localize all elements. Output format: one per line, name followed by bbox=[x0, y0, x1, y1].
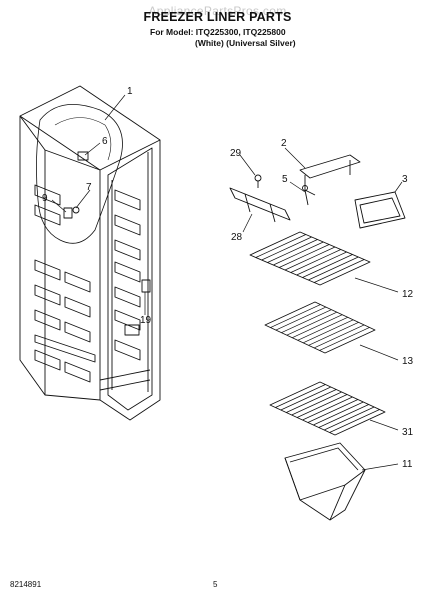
shelf-wire bbox=[319, 327, 370, 351]
leader-lines bbox=[51, 94, 403, 471]
shelf-wire bbox=[297, 316, 348, 341]
part-28-drawing bbox=[229, 174, 291, 223]
shelf-31-drawing bbox=[269, 381, 386, 436]
callout-5: 5 bbox=[282, 174, 288, 185]
model-line: For Model: ITQ225300, ITQ225800 bbox=[150, 27, 286, 37]
shelf-wire bbox=[314, 259, 365, 283]
shelf-wire bbox=[286, 389, 337, 413]
shelf-wire bbox=[329, 409, 380, 433]
callout-13: 13 bbox=[402, 356, 414, 367]
part-2-drawing bbox=[299, 154, 361, 196]
shelf-wire bbox=[291, 391, 342, 416]
shelf-wire bbox=[267, 239, 318, 263]
shelf-wire bbox=[275, 306, 327, 331]
part-11-drawing bbox=[284, 442, 366, 521]
shelf-wire bbox=[281, 309, 332, 333]
callout-12: 12 bbox=[402, 289, 414, 300]
shelf-13-drawing bbox=[264, 301, 376, 354]
shelf-wire bbox=[286, 311, 337, 336]
freezer-liner-drawing bbox=[19, 85, 161, 421]
shelf-wire bbox=[313, 401, 364, 426]
callout-11: 11 bbox=[402, 459, 413, 470]
document-number: 8214891 bbox=[10, 580, 42, 589]
shelf-wire bbox=[307, 399, 359, 423]
callout-19: 19 bbox=[140, 315, 152, 326]
shelf-wire bbox=[296, 251, 347, 276]
callout-7: 7 bbox=[86, 182, 92, 193]
shelf-wire bbox=[270, 304, 321, 328]
shelf-wire bbox=[318, 404, 369, 428]
callout-2: 2 bbox=[281, 138, 287, 149]
shelf-wire bbox=[280, 386, 331, 411]
shelf-wire bbox=[296, 394, 348, 418]
callout-31: 31 bbox=[402, 427, 414, 438]
shelf-wire bbox=[324, 406, 375, 431]
shelf-wire bbox=[303, 319, 354, 344]
callout-28: 28 bbox=[231, 232, 243, 243]
callout-6: 6 bbox=[102, 136, 108, 147]
watermark-text: AppliancePartsPros.com bbox=[148, 4, 287, 18]
shelf-wire bbox=[292, 314, 343, 339]
shelf-12-drawing bbox=[249, 231, 371, 286]
shelf-wire bbox=[313, 324, 365, 349]
shelf-wire bbox=[284, 246, 336, 271]
shelf-wire bbox=[261, 236, 312, 261]
part-5-drawing bbox=[302, 185, 309, 206]
shelf-wire bbox=[308, 256, 359, 281]
callout-1: 1 bbox=[127, 86, 133, 97]
callout-labels: 1 2 3 5 6 7 9 11 12 13 19 28 29 31 bbox=[42, 86, 414, 470]
page-number: 5 bbox=[213, 580, 218, 589]
color-line: (White) (Universal Silver) bbox=[195, 38, 296, 48]
callout-9: 9 bbox=[42, 193, 48, 204]
callout-3: 3 bbox=[402, 174, 408, 185]
shelf-wire bbox=[308, 322, 359, 346]
shelf-wire bbox=[302, 254, 353, 278]
part-3-drawing bbox=[354, 191, 406, 229]
shelf-wire bbox=[273, 241, 324, 266]
page-title: FREEZER LINER PARTS bbox=[143, 10, 292, 24]
shelf-wire bbox=[279, 244, 330, 268]
shelf-wire bbox=[255, 234, 306, 258]
shelf-wire bbox=[302, 396, 353, 421]
shelf-wire bbox=[290, 249, 341, 273]
callout-29: 29 bbox=[230, 148, 242, 159]
shelf-wire bbox=[275, 384, 326, 408]
